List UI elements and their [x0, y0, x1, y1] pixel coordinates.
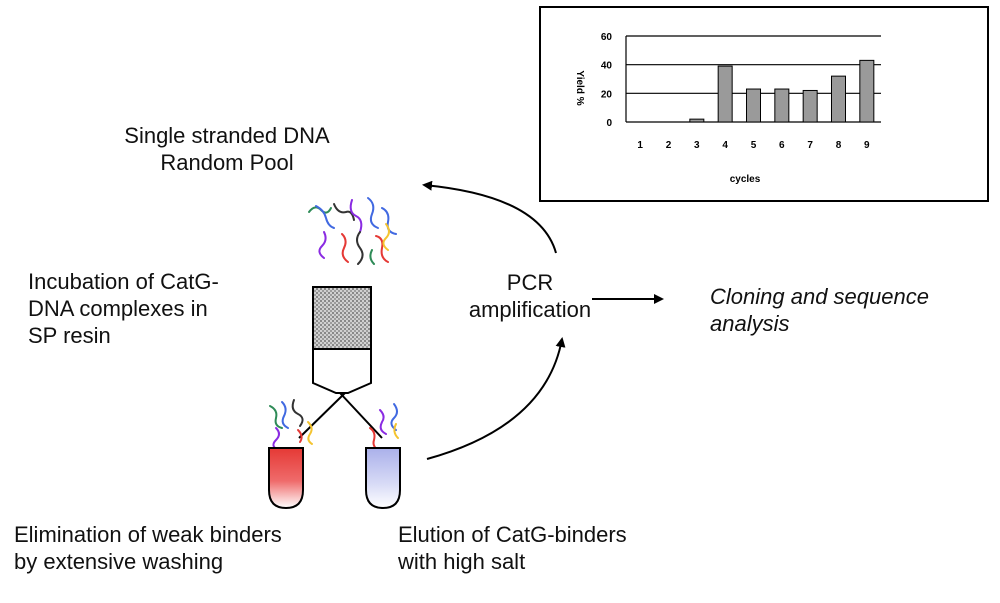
dna-strand — [379, 409, 387, 435]
chart-x-tick-label: 1 — [637, 140, 643, 151]
binder-strands — [369, 403, 399, 451]
chart-bar — [802, 89, 818, 123]
chart-y-tick-label: 60 — [601, 32, 613, 43]
chart-bar — [746, 88, 761, 123]
dna-strand — [390, 403, 398, 431]
dna-strand — [281, 401, 289, 429]
dna-strand — [356, 231, 364, 265]
chart-x-axis-label: cycles — [730, 174, 761, 185]
weak-binders-tube — [268, 447, 304, 510]
chart-x-tick-label: 7 — [807, 140, 813, 151]
catg-binders-tube — [365, 447, 401, 510]
dna-strand — [315, 205, 335, 229]
weak-binder-strands — [269, 399, 313, 451]
chart-bars — [689, 59, 875, 123]
random-pool-label: Single stranded DNA Random Pool — [124, 123, 330, 175]
chart-x-tick-label: 5 — [751, 140, 757, 151]
dna-strand — [297, 429, 303, 443]
chart-bar — [859, 59, 875, 123]
chart-x-tick-label: 4 — [722, 140, 728, 151]
chart-y-tick-label: 0 — [606, 118, 612, 129]
resin-bed — [312, 286, 372, 350]
sp-resin-column — [298, 286, 383, 439]
dna-strand — [341, 233, 349, 263]
chart-x-tick-label: 8 — [836, 140, 842, 151]
dna-strand — [381, 207, 397, 235]
chart-x-tick-label: 9 — [864, 140, 870, 151]
chart-bar — [717, 65, 733, 123]
dna-strand — [307, 421, 313, 445]
yield-bar-chart: 0 20 40 60 1 2 3 4 5 6 7 8 9 Yield % cycles — [574, 32, 881, 185]
chart-y-tick-label: 20 — [601, 89, 613, 100]
dna-strand — [382, 223, 390, 251]
dna-strand — [269, 405, 283, 429]
elution-label: Elution of CatG-binders with high salt — [398, 522, 627, 574]
dna-strand — [318, 231, 327, 259]
dna-strand — [393, 423, 399, 439]
flow-line-right — [339, 392, 383, 439]
elimination-label: Elimination of weak binders by extensive… — [14, 522, 282, 574]
dna-strand — [349, 199, 363, 233]
flow-line-left — [298, 392, 346, 439]
dna-strand — [367, 197, 379, 229]
arrow-pcr-to-pool — [422, 180, 557, 254]
dna-strand — [333, 203, 355, 221]
yield-chart-frame: 0 20 40 60 1 2 3 4 5 6 7 8 9 Yield % cycles — [539, 6, 989, 202]
chart-bar — [774, 88, 790, 123]
chart-bar — [831, 75, 846, 123]
chart-y-tick-label: 40 — [601, 61, 613, 72]
random-pool-strands — [308, 197, 397, 265]
dna-strand — [369, 249, 375, 265]
chart-x-tick-labels: 1 2 3 4 5 6 7 8 9 — [637, 140, 870, 151]
chart-y-axis-label: Yield % — [574, 70, 585, 105]
chart-y-tick-labels: 0 20 40 60 — [601, 32, 613, 129]
column-outlet — [312, 348, 372, 394]
dna-strand — [272, 427, 280, 451]
chart-x-tick-label: 3 — [694, 140, 700, 151]
arrow-to-pcr — [426, 337, 566, 460]
dna-strand — [375, 235, 389, 263]
dna-strand — [291, 399, 304, 427]
pcr-amplification-label: PCR amplification — [468, 270, 592, 322]
incubation-label: Incubation of CatG- DNA complexes in SP … — [28, 269, 219, 348]
cloning-analysis-label: Cloning and sequence analysis — [710, 284, 929, 336]
chart-bar — [689, 118, 705, 123]
chart-x-tick-label: 6 — [779, 140, 785, 151]
chart-x-tick-label: 2 — [666, 140, 672, 151]
